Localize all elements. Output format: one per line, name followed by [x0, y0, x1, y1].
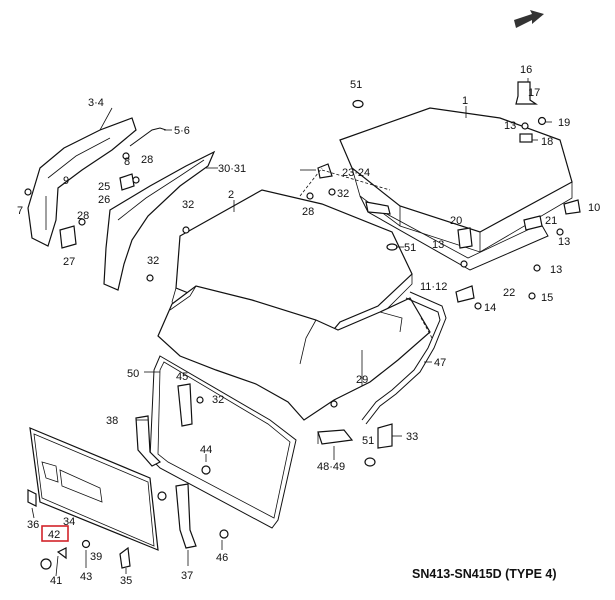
callout-36: 36	[27, 519, 39, 531]
callout-18: 18	[541, 136, 553, 148]
callout-47: 47	[434, 357, 446, 369]
callout-13-a: 13	[504, 120, 516, 132]
side-trim-30-31	[103, 150, 216, 291]
callout-19: 19	[558, 117, 570, 129]
hinge-45	[177, 383, 193, 427]
callout-42: 42	[48, 529, 60, 541]
callout-1: 1	[462, 95, 468, 107]
callout-44: 44	[200, 444, 212, 456]
inner-panel-29	[157, 285, 431, 421]
clamp-25	[119, 173, 135, 191]
callout-28-a: 28	[141, 154, 153, 166]
callout-43: 43	[80, 571, 92, 583]
callout-42-highlight	[41, 525, 69, 542]
striker-23-24	[306, 163, 336, 200]
callout-25: 25	[98, 181, 110, 193]
callout-20: 20	[450, 215, 462, 227]
callout-22: 22	[503, 287, 515, 299]
callout-46: 46	[216, 552, 228, 564]
callout-16: 16	[520, 64, 532, 76]
callout-26: 26	[98, 194, 110, 206]
hard-top-roof-panel	[339, 107, 573, 253]
bolt-19	[537, 116, 547, 126]
callout-13-d: 13	[550, 264, 562, 276]
callout-29: 29	[356, 374, 368, 386]
leader-lines	[31, 78, 552, 577]
door-weatherstrip-50	[149, 355, 297, 529]
callout-13-c: 13	[558, 236, 570, 248]
callout-33: 33	[406, 431, 418, 443]
callout-50: 50	[127, 368, 139, 380]
callout-2: 2	[228, 189, 234, 201]
back-door-glass-panel	[29, 427, 159, 551]
bracket-16-17	[515, 81, 538, 105]
callout-51-c: 51	[362, 435, 374, 447]
callout-35: 35	[120, 575, 132, 587]
callout-10: 10	[588, 202, 600, 214]
callout-17: 17	[528, 87, 540, 99]
callout-45: 45	[176, 371, 188, 383]
callout-32-d: 32	[212, 394, 224, 406]
callout-51-b: 51	[404, 242, 416, 254]
plate-33	[377, 423, 393, 449]
callout-32-b: 32	[182, 199, 194, 211]
callout-39: 39	[90, 551, 102, 563]
lamp-48-49	[317, 429, 354, 445]
callout-7: 7	[17, 205, 23, 217]
callout-32-c: 32	[147, 255, 159, 267]
callout-23-24: 23·24	[342, 167, 370, 179]
callout-51-a: 51	[350, 79, 362, 91]
callout-28-c: 28	[302, 206, 314, 218]
callout-9: 9	[63, 175, 69, 187]
callout-14: 14	[484, 302, 496, 314]
callout-3-4: 3·4	[88, 97, 104, 109]
callout-15: 15	[541, 292, 553, 304]
bolt-13-top	[521, 122, 529, 130]
roof-frame	[359, 195, 549, 271]
callout-labels: 1 2 3·4 5·6 7 8 9 10 11·12 13 13 13 13 1…	[17, 64, 600, 587]
callout-8: 8	[124, 156, 130, 168]
callout-28-b: 28	[77, 210, 89, 222]
callout-32-a: 32	[337, 188, 349, 200]
front-direction-arrow-icon	[514, 10, 544, 28]
callout-5-6: 5·6	[174, 125, 190, 137]
callout-27: 27	[63, 256, 75, 268]
gutter-strip-47	[361, 291, 447, 425]
clip-18	[519, 133, 533, 143]
strip-5-6	[129, 127, 167, 147]
callout-48-49: 48·49	[317, 461, 345, 473]
callout-13-b: 13	[432, 239, 444, 251]
hinge-37	[175, 483, 197, 549]
callout-11-12: 11·12	[420, 281, 447, 293]
model-caption: SN413-SN415D (TYPE 4)	[412, 567, 557, 581]
callout-41: 41	[50, 575, 62, 587]
callout-30-31: 30·31	[218, 163, 246, 175]
callout-21: 21	[545, 215, 557, 227]
hinge-38	[135, 415, 162, 467]
bracket-27	[59, 225, 77, 249]
callout-34: 34	[63, 516, 75, 528]
callout-38: 38	[106, 415, 118, 427]
latch-hardware	[24, 152, 581, 310]
callout-37: 37	[181, 570, 193, 582]
fastener-set	[27, 396, 338, 570]
